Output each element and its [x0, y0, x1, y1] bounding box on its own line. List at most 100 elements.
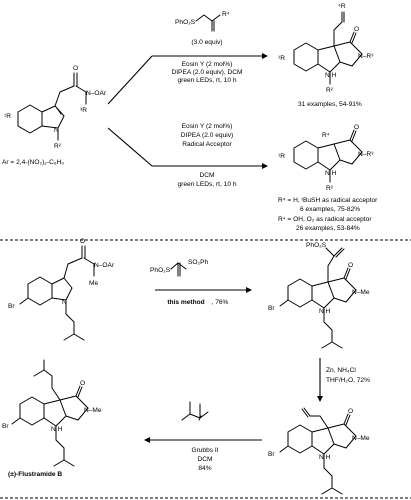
int2-ring-b: [311, 427, 335, 455]
upper-arrow: Eosin Y (2 mol%) DIPEA (2.0 equiv), DCM …: [107, 53, 268, 105]
final-product: O N–Me N H Br (±)-Flustramide B: [2, 359, 102, 478]
bottom-intermediate-2: O N–Me N H Br: [268, 407, 370, 495]
top-starting-material: O N–OAr ³R N R² ¹R Ar = 2,4-(NO₂)₂-C₆H₃: [2, 65, 107, 166]
product2-nr3: N–R³: [358, 151, 374, 158]
final-nh: N H: [51, 426, 63, 433]
product2-ring-b: [317, 143, 341, 171]
final-lactam: [59, 395, 89, 421]
cond1-line3: green LEDs, rt, 10 h: [177, 77, 236, 84]
cond2-line1: Eosin Y (2 mol%): [182, 123, 233, 130]
bottom-starting-material: O N–OAr Me N Br: [8, 238, 115, 341]
int1-nme: N–Me: [352, 289, 370, 296]
int1-sulfone: PhO₂S: [306, 242, 327, 249]
cond1-line1: Eosin Y (2 mol%): [182, 61, 233, 68]
int2-nme: N–Me: [352, 435, 370, 442]
breagent-right: SO₂Ph: [188, 259, 208, 266]
product1-ring-b: [317, 45, 341, 73]
ar-definition: Ar = 2,4-(NO₂)₂-C₆H₃: [2, 159, 64, 166]
breagent-left: PhO₂S: [150, 267, 171, 274]
top-product-1: ⁴R O N–R³ N H R² ¹R 31 examples, 54-91%: [278, 3, 374, 108]
step3-arrow: Grubbs II DCM 84%: [144, 437, 262, 472]
sm-indole-n: N: [54, 127, 59, 134]
bsm-oxygen: O: [80, 238, 85, 245]
top-product-2: R⁴ O N–R³ N H R² ¹R: [278, 124, 374, 192]
step3-line3: 84%: [198, 465, 211, 472]
top-notes: R⁴ = H, ᵗBuSH as radical acceptor 6 exam…: [278, 197, 378, 232]
final-oxygen: O: [80, 380, 85, 387]
step1-label: this method: [167, 299, 204, 306]
final-br: Br: [2, 423, 9, 430]
int1-nh: N H: [319, 308, 331, 315]
note2-line2: 26 examples, 53-84%: [296, 225, 360, 232]
bsm-br: Br: [8, 303, 15, 310]
benzene-ring: [17, 104, 43, 134]
product2-lactam: [333, 139, 363, 165]
int2-oxygen: O: [348, 408, 353, 415]
bsm-prenyl: [65, 299, 75, 335]
note1-line2: 6 examples, 75-82%: [300, 206, 360, 213]
acetamide-chain: [54, 85, 75, 107]
step2-arrow: Zn, NH₄Cl THF/H₂O, 72%: [317, 358, 370, 402]
final-benzene: [19, 396, 45, 426]
cond1-line2: DIPEA (2.0 equiv), DCM: [171, 69, 242, 76]
product2-r2: R²: [326, 185, 334, 192]
bsm-chain: [63, 257, 83, 279]
cond2-line5: green LEDs, rt, 10 h: [177, 181, 236, 188]
bsm-indole-n: N: [62, 299, 67, 306]
top-reagent-allyl-sulfone: PhO₂S R⁴ (3.0 equiv): [175, 11, 230, 46]
alkene-chain: [181, 411, 209, 421]
product1-examples: 31 examples, 54-91%: [298, 101, 362, 108]
sm-r1: ¹R: [4, 113, 11, 120]
int1-oxygen: O: [348, 262, 353, 269]
product1-allyl: [333, 21, 343, 47]
bsm-me: Me: [89, 280, 98, 287]
lower-arrow: Eosin Y (2 mol%) DIPEA (2.0 equiv) Radic…: [107, 123, 268, 188]
int2-allyl: [309, 415, 329, 429]
reagent-chain: [195, 14, 221, 22]
step1-arrow: this method , 76%: [155, 287, 252, 306]
pyrrole-ring: [41, 105, 65, 129]
final-name: (±)-Flustramide B: [8, 471, 62, 478]
product2-r1: ¹R: [278, 153, 285, 160]
product1-r4: ⁴R: [338, 3, 346, 10]
int1-allyl: [327, 255, 335, 283]
note2-line1: R⁴ = OH, O₂ as radical acceptor: [278, 216, 372, 223]
step2-line1: Zn, NH₄Cl: [326, 367, 356, 374]
sm-r3: ³R: [80, 107, 87, 114]
bsm-amide-n: N–OAr: [94, 262, 115, 269]
int1-benzene: [287, 278, 313, 308]
sm-r2: R²: [54, 143, 62, 150]
cond2-line4: DCM: [199, 172, 214, 179]
int1-lactam: [327, 277, 357, 303]
step3-reagent-alkene: [181, 401, 209, 421]
product1-lactam: [333, 41, 363, 67]
product1-nh: N H: [325, 72, 337, 79]
reagent-sulfone-label: PhO₂S: [175, 19, 196, 26]
product2-r4: R⁴: [322, 132, 330, 139]
sm-amide-n: N–OAr: [86, 90, 107, 97]
step1-yield: , 76%: [212, 299, 229, 306]
int1-prenyl: [323, 307, 333, 343]
product2-benzene: [293, 140, 319, 170]
bsm-pyrrole: [51, 277, 73, 301]
bottom-intermediate-1: PhO₂S O N–Me N H Br: [268, 242, 370, 349]
reagent-r4: R⁴: [222, 11, 230, 18]
final-ring-b: [43, 399, 67, 427]
int2-prenyl: [323, 453, 333, 489]
step3-line2: DCM: [197, 456, 212, 463]
cond2-line2: DIPEA (2.0 equiv): [181, 132, 233, 139]
product1-oxygen: O: [354, 26, 359, 33]
int2-lactam: [327, 423, 357, 449]
int1-ring-b: [311, 281, 335, 309]
reagent-equiv: (3.0 equiv): [191, 39, 222, 46]
product2-nh: N H: [325, 170, 337, 177]
int2-benzene: [287, 424, 313, 454]
step3-line1: Grubbs II: [191, 447, 218, 454]
bottom-reagent: PhO₂S SO₂Ph: [150, 259, 208, 277]
bsm-benzene: [27, 276, 53, 306]
final-prenyl: [55, 425, 65, 461]
sm-oxygen: O: [73, 65, 78, 72]
int2-nh: N H: [319, 454, 331, 461]
int1-br: Br: [268, 305, 275, 312]
